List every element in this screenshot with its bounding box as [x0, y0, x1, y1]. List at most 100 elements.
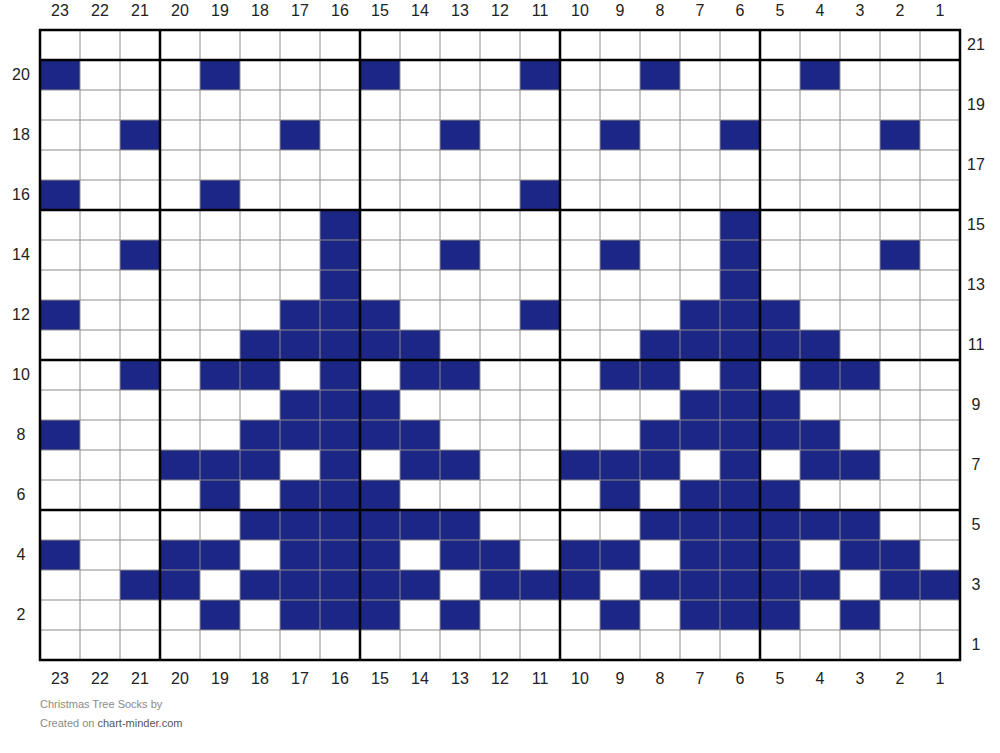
column-number: 20	[171, 670, 189, 688]
stitch-cell	[800, 60, 840, 90]
row-number: 13	[967, 276, 985, 294]
column-number: 19	[211, 2, 229, 20]
stitch-cell	[200, 450, 240, 480]
column-number: 9	[616, 670, 625, 688]
grid-line	[920, 30, 921, 660]
stitch-cell	[640, 60, 680, 90]
stitch-cell	[600, 450, 640, 480]
stitch-cell	[360, 330, 400, 360]
row-number: 21	[967, 36, 985, 54]
stitch-cell	[280, 570, 320, 600]
stitch-cell	[720, 450, 760, 480]
stitch-cell	[840, 600, 880, 630]
column-number: 13	[451, 2, 469, 20]
grid-line	[40, 300, 960, 301]
grid-line	[480, 30, 481, 660]
stitch-cell	[760, 390, 800, 420]
stitch-cell	[800, 330, 840, 360]
stitch-cell	[800, 450, 840, 480]
stitch-cell	[680, 420, 720, 450]
stitch-cell	[520, 570, 560, 600]
column-number: 3	[856, 670, 865, 688]
column-number: 23	[51, 670, 69, 688]
stitch-cell	[320, 270, 360, 300]
grid-line	[840, 30, 841, 660]
row-number: 7	[972, 456, 981, 474]
grid-line	[40, 570, 960, 571]
stitch-cell	[400, 330, 440, 360]
grid-line	[40, 360, 960, 361]
stitch-cell	[840, 360, 880, 390]
grid-line	[120, 30, 121, 660]
stitch-cell	[320, 300, 360, 330]
stitch-cell	[720, 270, 760, 300]
stitch-cell	[120, 120, 160, 150]
stitch-cell	[360, 600, 400, 630]
column-number: 9	[616, 2, 625, 20]
stitch-cell	[440, 450, 480, 480]
stitch-cell	[840, 450, 880, 480]
stitch-cell	[320, 540, 360, 570]
grid-line	[40, 60, 960, 61]
stitch-cell	[160, 450, 200, 480]
stitch-cell	[320, 480, 360, 510]
stitch-cell	[480, 570, 520, 600]
stitch-cell	[720, 240, 760, 270]
stitch-cell	[120, 570, 160, 600]
grid-major-line	[39, 29, 42, 661]
column-number: 4	[816, 670, 825, 688]
stitch-cell	[680, 540, 720, 570]
stitch-cell	[800, 570, 840, 600]
column-number: 23	[51, 2, 69, 20]
grid-major-line	[39, 359, 961, 362]
stitch-cell	[720, 540, 760, 570]
grid-line	[40, 630, 960, 631]
stitch-cell	[320, 210, 360, 240]
column-number: 20	[171, 2, 189, 20]
stitch-cell	[800, 360, 840, 390]
stitch-cell	[120, 360, 160, 390]
stitch-cell	[920, 570, 960, 600]
stitch-cell	[720, 480, 760, 510]
grid-line	[760, 30, 761, 660]
grid-line	[40, 240, 960, 241]
column-number: 10	[571, 2, 589, 20]
grid-line	[720, 30, 721, 660]
row-number: 16	[12, 186, 30, 204]
column-number: 17	[291, 670, 309, 688]
stitch-cell	[360, 540, 400, 570]
stitch-cell	[680, 300, 720, 330]
row-number: 15	[967, 216, 985, 234]
stitch-cell	[360, 420, 400, 450]
stitch-cell	[160, 540, 200, 570]
stitch-cell	[600, 240, 640, 270]
stitch-cell	[880, 120, 920, 150]
grid-line	[40, 120, 960, 121]
column-number: 11	[532, 670, 549, 688]
stitch-cell	[480, 540, 520, 570]
grid-line	[880, 30, 881, 660]
stitch-cell	[240, 420, 280, 450]
stitch-cell	[720, 420, 760, 450]
stitch-cell	[440, 540, 480, 570]
stitch-cell	[640, 570, 680, 600]
stitch-cell	[320, 390, 360, 420]
stitch-cell	[360, 60, 400, 90]
grid-line	[800, 30, 801, 660]
stitch-cell	[360, 480, 400, 510]
stitch-cell	[280, 420, 320, 450]
stitch-cell	[760, 300, 800, 330]
grid-line	[40, 210, 960, 211]
stitch-cell	[200, 60, 240, 90]
stitch-cell	[280, 510, 320, 540]
grid-major-line	[39, 29, 961, 32]
stitch-cell	[840, 540, 880, 570]
column-number: 4	[816, 2, 825, 20]
stitch-cell	[280, 120, 320, 150]
stitch-cell	[360, 510, 400, 540]
stitch-cell	[600, 360, 640, 390]
grid-major-line	[159, 29, 162, 661]
stitch-cell	[360, 570, 400, 600]
stitch-cell	[800, 420, 840, 450]
